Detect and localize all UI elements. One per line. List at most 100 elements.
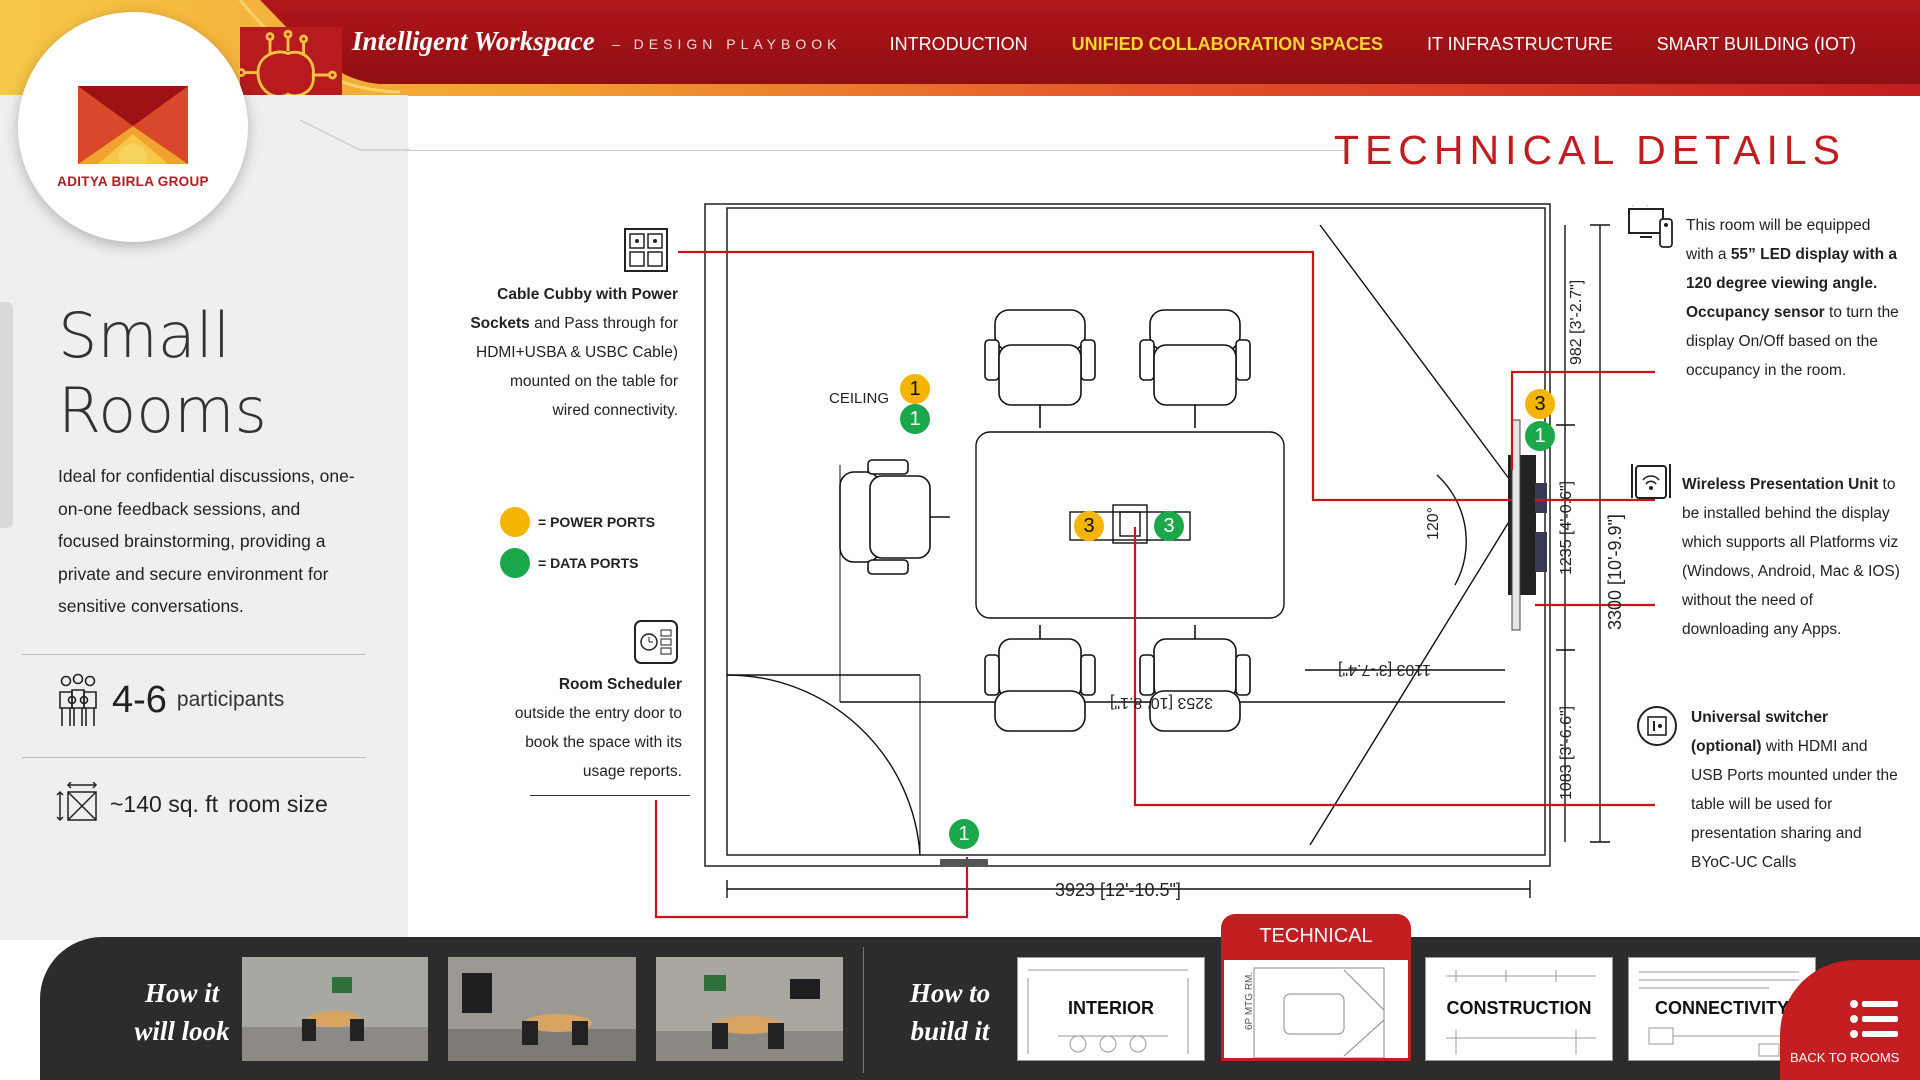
- room-photo-2-image: [448, 957, 636, 1061]
- data-port-badge: 1: [949, 819, 979, 849]
- section-rule: [405, 150, 1345, 151]
- section-title: TECHNICAL DETAILS: [1333, 127, 1846, 173]
- app-subtitle: – DESIGN PLAYBOOK: [612, 36, 842, 52]
- interior-label: INTERIOR: [1067, 998, 1154, 1018]
- data-dot-icon: [500, 548, 530, 578]
- tv-remote-icon: [1628, 205, 1673, 248]
- wireless-unit-icon: [1631, 464, 1671, 499]
- divider: [863, 947, 864, 1073]
- divider: [530, 795, 690, 796]
- construction-label: CONSTRUCTION: [1446, 998, 1592, 1018]
- chair: [839, 459, 950, 575]
- data-port-badge: 3: [1154, 511, 1184, 541]
- chair: [984, 625, 1096, 732]
- dim-clear: 1103 [3'-7.4"]: [1338, 661, 1431, 678]
- wireless-presentation-note: Wireless Presentation Unit to be install…: [1682, 470, 1900, 644]
- wireless-presentation-title: Wireless Presentation Unit: [1682, 476, 1879, 493]
- legend-data: = DATA PORTS: [500, 548, 638, 578]
- connectivity-drawing-image: [1639, 971, 1799, 1057]
- display-text-bold: 55” LED display with a 120 degree viewin…: [1686, 246, 1898, 292]
- room-photo-1-image: [242, 957, 428, 1061]
- chair: [1139, 625, 1251, 732]
- technical-drawing-thumbnail[interactable]: 6P MTG RM.: [1221, 957, 1411, 1061]
- room-scheduler-title: Room Scheduler: [558, 676, 682, 693]
- participants-value: 4-6: [112, 678, 167, 721]
- universal-switcher-title: Universal switcher (optional): [1691, 709, 1828, 755]
- page-title-line1: Small: [58, 299, 231, 372]
- legend-power-label: = POWER PORTS: [538, 514, 656, 530]
- how-it-will-look-line1: How it: [144, 978, 220, 1008]
- people-group-icon: [59, 673, 97, 726]
- interior-drawing-image: [1027, 969, 1189, 1054]
- how-to-build-it-line2: build it: [910, 1016, 990, 1046]
- how-it-will-look-label: How it will look: [112, 974, 252, 1050]
- technical-drawing-image: [1253, 967, 1385, 1058]
- main-nav: INTRODUCTION UNIFIED COLLABORATION SPACE…: [890, 34, 1856, 58]
- nav-it-infrastructure[interactable]: IT INFRASTRUCTURE: [1426, 34, 1613, 54]
- how-to-build-it-label: How to build it: [880, 974, 1020, 1050]
- occupancy-sensor-text: to turn the display On/Off based on the …: [1686, 304, 1899, 379]
- legend-data-label: = DATA PORTS: [538, 555, 639, 571]
- chair: [1139, 309, 1251, 428]
- logo-text: ADITYA BIRLA GROUP: [57, 174, 209, 189]
- room-photo-thumbnail-2[interactable]: [448, 957, 636, 1061]
- legend-power: = POWER PORTS: [500, 507, 655, 537]
- tab-technical[interactable]: TECHNICAL: [1221, 914, 1411, 958]
- dim-table: 3253 [10'-8.1"]: [1110, 694, 1214, 711]
- universal-switcher-note: Universal switcher (optional) with HDMI …: [1691, 703, 1901, 877]
- power-socket-icon: [624, 228, 668, 272]
- dim-display: 1235 [4'-0.6"]: [1558, 480, 1575, 575]
- divider: [22, 757, 366, 758]
- interior-drawing-thumbnail[interactable]: INTERIOR: [1017, 957, 1205, 1061]
- room-photo-3-image: [656, 957, 843, 1061]
- divider: [22, 654, 366, 655]
- room-size-label: room size: [228, 790, 328, 817]
- data-port-badge: 1: [900, 404, 930, 434]
- room-photo-thumbnail-3[interactable]: [656, 957, 843, 1061]
- logo[interactable]: ADITYA BIRLA GROUP: [18, 12, 248, 242]
- how-to-build-it-line1: How to: [909, 978, 991, 1008]
- participants-stat: 4-6 participants: [56, 672, 284, 728]
- side-tab-handle[interactable]: [0, 302, 13, 528]
- room-scheduler-text: outside the entry door to book the space…: [514, 705, 682, 780]
- nav-introduction[interactable]: INTRODUCTION: [889, 34, 1028, 54]
- universal-switcher-text: with HDMI and USB Ports mounted under th…: [1691, 738, 1898, 871]
- section-rule-slant: [300, 120, 410, 151]
- room-size-stat: ~140 sq. ft room size: [56, 782, 328, 826]
- display-note: This room will be equipped with a 55” LE…: [1686, 211, 1901, 385]
- universal-switcher-icon: [1637, 706, 1677, 746]
- page-title-line2: Rooms: [58, 374, 267, 447]
- room-description: Ideal for confidential discussions, one-…: [58, 466, 355, 616]
- app-title: Intelligent Workspace: [352, 26, 595, 56]
- room-scheduler-note: Room Scheduler outside the entry door to…: [500, 670, 682, 786]
- room-size-icon: [56, 782, 98, 822]
- cable-cubby-note: Cable Cubby with Power Sockets and Pass …: [470, 280, 678, 425]
- occupancy-sensor-title: Occupancy sensor: [1686, 304, 1825, 321]
- room-photo-thumbnail-1[interactable]: [242, 957, 428, 1061]
- chair: [984, 309, 1096, 428]
- connectivity-label: CONNECTIVITY: [1654, 998, 1789, 1018]
- technical-drawing-mark: 6P MTG RM.: [1244, 971, 1255, 1030]
- power-port-badge: 1: [900, 374, 930, 404]
- nav-smart-building[interactable]: SMART BUILDING (IOT): [1656, 34, 1856, 54]
- participants-label: participants: [176, 688, 285, 711]
- room-size-value: ~140 sq. ft: [110, 790, 219, 817]
- dim-top: 982 [3'-2.7"]: [1568, 279, 1585, 365]
- power-dot-icon: [500, 507, 530, 537]
- viewing-angle: 120°: [1425, 506, 1442, 540]
- dim-bottom: 1083 [3'-6.6"]: [1558, 705, 1575, 800]
- construction-drawing-thumbnail[interactable]: CONSTRUCTION: [1425, 957, 1613, 1061]
- dim-height: 3300 [10'-9.9"]: [1605, 514, 1625, 630]
- construction-drawing-image: [1446, 970, 1596, 1054]
- how-it-will-look-line2: will look: [134, 1016, 230, 1046]
- back-to-rooms-label: BACK TO ROOMS: [1790, 1050, 1900, 1065]
- power-port-badge: 3: [1074, 511, 1104, 541]
- wireless-presentation-text: to be installed behind the display which…: [1682, 476, 1900, 638]
- ceiling-label: CEILING: [829, 390, 890, 407]
- room-scheduler-icon: [634, 620, 678, 664]
- display-text-pre: This room will be equipped with a: [1686, 217, 1871, 263]
- nav-unified-collaboration-spaces[interactable]: UNIFIED COLLABORATION SPACES: [1071, 34, 1383, 54]
- menu-list-icon: [1850, 1000, 1898, 1038]
- data-port-badge: 1: [1525, 421, 1555, 451]
